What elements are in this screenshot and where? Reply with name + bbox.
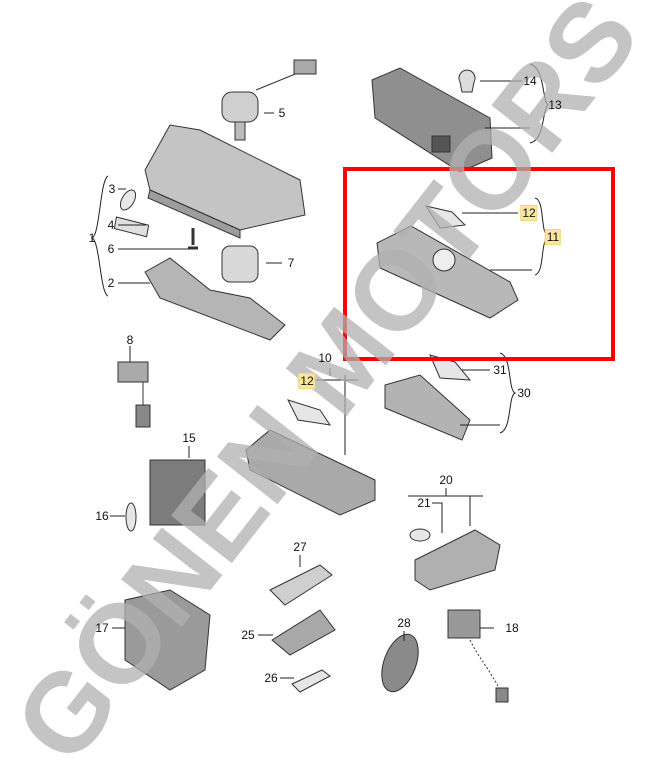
callout-8: 8 [126, 333, 134, 347]
callout-10: 10 [318, 351, 332, 365]
callout-28: 28 [397, 616, 411, 630]
part-16-bulb[interactable] [125, 502, 137, 532]
callout-12-upper: 12 [520, 205, 538, 221]
callout-11: 11 [544, 229, 562, 245]
callout-27: 27 [293, 540, 307, 554]
callout-6: 6 [107, 242, 115, 256]
highlight-box [343, 167, 615, 361]
part-20-lamp[interactable] [409, 528, 501, 591]
part-30-lamp[interactable] [384, 354, 472, 441]
part-5-sensor[interactable] [221, 59, 317, 141]
part-26-bulb[interactable] [291, 669, 331, 693]
callout-13: 13 [548, 98, 562, 112]
part-11-lamp[interactable] [376, 205, 519, 319]
part-21-bulb [409, 528, 431, 542]
callout-16: 16 [95, 509, 109, 523]
part-25-lamp[interactable] [271, 609, 336, 656]
part-17-switch[interactable] [124, 589, 211, 691]
callout-3: 3 [108, 182, 116, 196]
part-12-bulb [424, 205, 467, 229]
part-14-clip [458, 69, 476, 93]
callout-21: 21 [417, 496, 431, 510]
callout-7: 7 [287, 256, 295, 270]
part-4-bulb[interactable] [111, 209, 152, 244]
part-2-lens[interactable] [144, 257, 286, 341]
callout-25: 25 [241, 628, 255, 642]
callout-18: 18 [505, 621, 519, 635]
part-3-bulb[interactable] [117, 187, 138, 212]
callout-17: 17 [95, 621, 109, 635]
callout-14: 14 [523, 74, 537, 88]
part-28-lens[interactable] [375, 629, 426, 696]
part-12-bulb-2 [287, 399, 332, 426]
callout-2: 2 [107, 276, 115, 290]
callout-26: 26 [264, 671, 278, 685]
callout-12-lower: 12 [298, 373, 316, 389]
part-1-housing[interactable] [144, 124, 306, 239]
callout-15: 15 [182, 431, 196, 445]
callout-5: 5 [278, 106, 286, 120]
part-6-screw[interactable] [188, 228, 198, 250]
part-18-connector[interactable] [447, 609, 509, 703]
callout-30: 30 [517, 386, 531, 400]
callout-4: 4 [107, 218, 115, 232]
callout-1: 1 [88, 231, 96, 245]
part-8-switch[interactable] [117, 361, 151, 428]
part-15-lamp[interactable] [149, 459, 206, 526]
callout-20: 20 [439, 473, 453, 487]
part-13-assembly[interactable] [371, 67, 493, 173]
part-7-cap[interactable] [221, 245, 259, 283]
part-10-lamp[interactable] [245, 399, 376, 516]
callout-31: 31 [493, 363, 507, 377]
part-27-lens[interactable] [269, 564, 333, 606]
